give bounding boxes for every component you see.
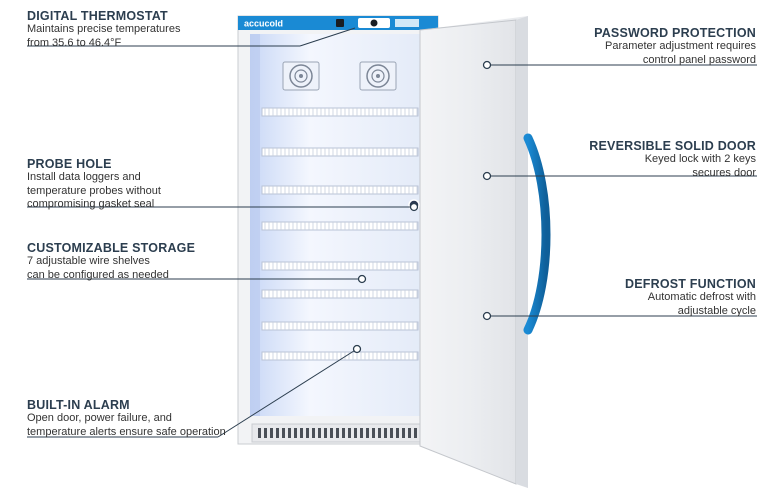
leader-thermostat-diag xyxy=(299,27,356,47)
grille-slot xyxy=(384,428,387,438)
callout-title: PROBE HOLE xyxy=(27,157,112,171)
callout-line: adjustable cycle xyxy=(677,304,756,317)
grille-slot xyxy=(396,428,399,438)
callout-dot xyxy=(352,344,362,354)
wire-shelves xyxy=(261,107,419,361)
fan-icon xyxy=(359,61,397,91)
callout-dot xyxy=(409,202,419,212)
grille-slot xyxy=(360,428,363,438)
wire-shelf xyxy=(261,185,419,195)
grille-slot xyxy=(270,428,273,438)
callout-line: Keyed lock with 2 keys xyxy=(644,153,756,165)
callout-description: Install data loggers and temperature pro… xyxy=(27,171,161,212)
callout-line: Open door, power failure, and xyxy=(27,412,172,424)
callout-description: Maintains precise temperatures from 35.6… xyxy=(27,23,180,50)
grille-slot xyxy=(258,428,261,438)
callout-built-in-alarm: BUILT-IN ALARM Open door, power failure,… xyxy=(27,398,226,439)
grille-slot xyxy=(264,428,267,438)
fan-icon xyxy=(282,61,320,91)
callout-line: from 35.6 to 46.4°F xyxy=(27,36,122,49)
grille-slot xyxy=(330,428,333,438)
callout-line: 7 adjustable wire shelves xyxy=(27,255,150,267)
grille-slot xyxy=(378,428,381,438)
callout-line: Automatic defrost with xyxy=(647,291,756,303)
wire-shelf xyxy=(261,289,419,299)
wire-shelf xyxy=(261,321,419,331)
grille-slot xyxy=(288,428,291,438)
callout-title: REVERSIBLE SOLID DOOR xyxy=(589,139,756,153)
grille-slot xyxy=(282,428,285,438)
wire-shelf xyxy=(261,221,419,231)
callout-title: CUSTOMIZABLE STORAGE xyxy=(27,241,196,255)
callout-line: Install data loggers and xyxy=(27,171,141,183)
thermostat-display xyxy=(336,18,419,28)
grille-slot xyxy=(390,428,393,438)
callout-line: compromising gasket seal xyxy=(27,198,155,210)
callout-dot xyxy=(482,171,492,181)
door-handle xyxy=(523,133,551,335)
grille-slot xyxy=(414,428,417,438)
grille-slot xyxy=(318,428,321,438)
wire-shelf xyxy=(261,351,419,361)
callout-title: PASSWORD PROTECTION xyxy=(594,26,756,40)
callout-line: Maintains precise temperatures xyxy=(27,23,181,35)
callout-defrost-function: DEFROST FUNCTION Automatic defrost with … xyxy=(625,277,756,318)
callout-description: 7 adjustable wire shelves can be configu… xyxy=(27,255,195,282)
callout-digital-thermostat: DIGITAL THERMOSTAT Maintains precise tem… xyxy=(27,9,180,50)
callout-probe-hole: PROBE HOLE Install data loggers and temp… xyxy=(27,157,161,212)
wire-shelf xyxy=(261,261,419,271)
callout-customizable-storage: CUSTOMIZABLE STORAGE 7 adjustable wire s… xyxy=(27,241,195,282)
callout-description: Keyed lock with 2 keys secures door xyxy=(589,153,756,180)
grille-slot xyxy=(276,428,279,438)
grille-slot xyxy=(366,428,369,438)
callout-reversible-solid-door: REVERSIBLE SOLID DOOR Keyed lock with 2 … xyxy=(589,139,756,180)
wire-shelf xyxy=(261,147,419,157)
grille-slot xyxy=(402,428,405,438)
callout-dot xyxy=(357,274,367,284)
callout-title: DEFROST FUNCTION xyxy=(625,277,756,291)
grille-slot xyxy=(354,428,357,438)
callout-line: control panel password xyxy=(642,53,756,66)
leader-alarm-diag xyxy=(217,348,358,438)
callout-title: DIGITAL THERMOSTAT xyxy=(27,9,168,23)
door xyxy=(419,16,551,488)
grille-slot xyxy=(300,428,303,438)
wire-shelf xyxy=(261,107,419,117)
callout-password-protection: PASSWORD PROTECTION Parameter adjustment… xyxy=(594,26,756,67)
grille-slot xyxy=(336,428,339,438)
grille-slot xyxy=(342,428,345,438)
grille-slot xyxy=(294,428,297,438)
callout-description: Open door, power failure, and temperatur… xyxy=(27,412,226,439)
callout-line: secures door xyxy=(692,166,756,179)
callout-line: temperature alerts ensure safe operation xyxy=(27,425,226,438)
callout-line: temperature probes without xyxy=(27,184,161,197)
callout-dot xyxy=(482,311,492,321)
grille-slot xyxy=(306,428,309,438)
callout-line: can be configured as needed xyxy=(27,268,169,281)
grille-slot xyxy=(324,428,327,438)
callout-description: Parameter adjustment requires control pa… xyxy=(594,40,756,67)
grille-slot xyxy=(408,428,411,438)
grille-slot xyxy=(372,428,375,438)
callout-description: Automatic defrost with adjustable cycle xyxy=(625,291,756,318)
callout-dot xyxy=(482,60,492,70)
grille-slot xyxy=(348,428,351,438)
callout-title: BUILT-IN ALARM xyxy=(27,398,130,412)
brand-logo: accucold xyxy=(244,19,283,29)
callout-line: Parameter adjustment requires xyxy=(604,40,756,52)
grille-slot xyxy=(312,428,315,438)
